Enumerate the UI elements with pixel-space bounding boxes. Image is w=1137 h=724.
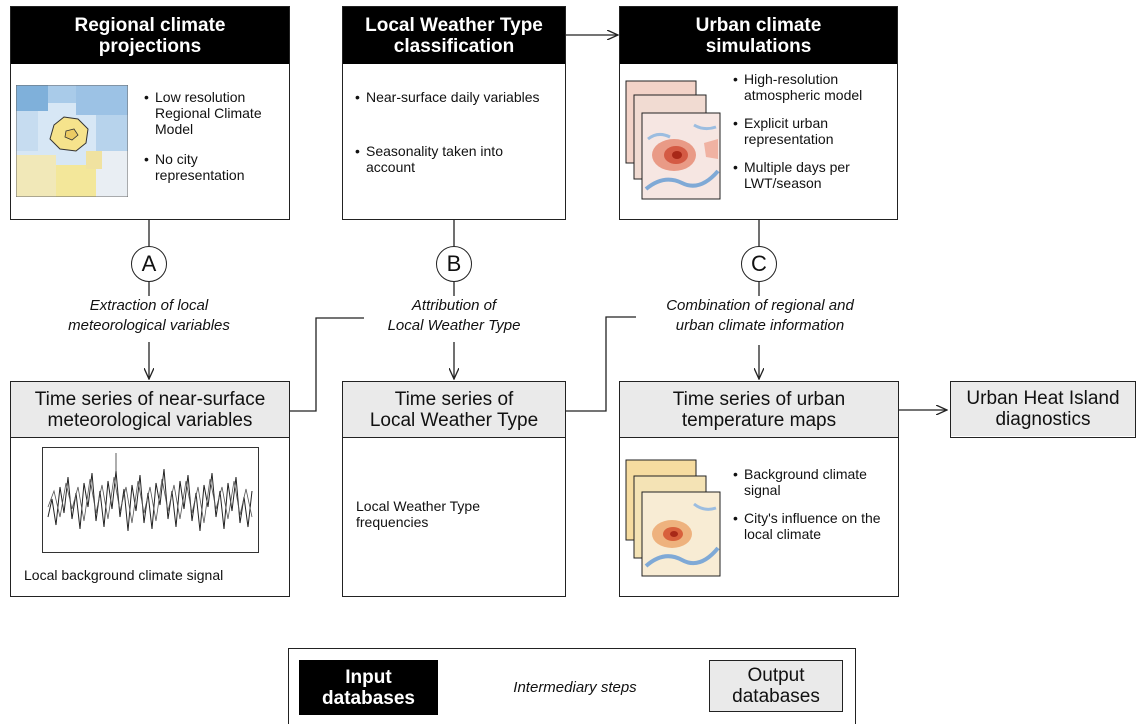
lwt-frequencies-text: Local Weather Type frequencies — [356, 498, 481, 530]
step-b-label: Attribution of Local Weather Type — [364, 296, 544, 336]
regional-climate-box: Regional climate projections Low resolut… — [10, 6, 290, 220]
regional-climate-title: Regional climate projections — [11, 7, 289, 64]
legend-output-databases: Output databases — [709, 660, 843, 712]
urban-simulation-maps-image — [625, 80, 721, 200]
ts-meteorological-box: Time series of near-surface meteorologic… — [10, 381, 290, 597]
bullet-item: Background climate signal — [733, 466, 893, 498]
step-c-circle: C — [741, 246, 777, 282]
urban-climate-bullets: High-resolution atmospheric model Explic… — [733, 71, 893, 205]
ts-lwt-title: Time series of Local Weather Type — [343, 382, 565, 438]
bullet-item: Near-surface daily variables — [355, 89, 555, 105]
legend-input-databases: Input databases — [299, 660, 438, 715]
bullet-item: City's influence on the local climate — [733, 510, 893, 542]
climate-signal-timeseries-image — [42, 447, 259, 553]
climate-signal-caption: Local background climate signal — [24, 567, 224, 583]
regional-climate-map-image — [16, 85, 128, 197]
urban-climate-box: Urban climate simulations High-resolutio… — [619, 6, 898, 220]
urban-maps-bullets: Background climate signal City's influen… — [733, 466, 893, 556]
ts-urban-maps-box: Time series of urban temperature maps Ba… — [619, 381, 899, 597]
uhi-diagnostics-box: Urban Heat Island diagnostics — [950, 381, 1136, 438]
ts-urban-maps-title: Time series of urban temperature maps — [620, 382, 898, 438]
step-a-circle: A — [131, 246, 167, 282]
legend-box: Input databases Intermediary steps Outpu… — [288, 648, 856, 724]
bullet-item: Explicit urban representation — [733, 115, 893, 147]
lwt-classification-title: Local Weather Type classification — [343, 7, 565, 64]
legend-intermediary-steps: Intermediary steps — [513, 679, 637, 696]
step-b-circle: B — [436, 246, 472, 282]
urban-climate-title: Urban climate simulations — [620, 7, 897, 64]
step-a-label: Extraction of local meteorological varia… — [44, 296, 254, 336]
urban-temperature-maps-image — [625, 459, 721, 577]
elbow-ts-met-to-b — [289, 317, 378, 412]
ts-lwt-box: Time series of Local Weather Type Local … — [342, 381, 566, 597]
bullet-item: No city representation — [144, 151, 286, 183]
ts-meteorological-title: Time series of near-surface meteorologic… — [11, 382, 289, 438]
bullet-item: High-resolution atmospheric model — [733, 71, 893, 103]
elbow-ts-lwt-to-c — [566, 316, 636, 412]
bullet-item: Seasonality taken into account — [355, 143, 555, 175]
lwt-classification-bullets: Near-surface daily variables Seasonality… — [355, 89, 555, 189]
step-c-label: Combination of regional and urban climat… — [637, 296, 883, 336]
bullet-item: Low resolution Regional Climate Model — [144, 89, 286, 137]
regional-climate-bullets: Low resolution Regional Climate Model No… — [144, 89, 286, 197]
uhi-diagnostics-title: Urban Heat Island diagnostics — [951, 382, 1135, 436]
bullet-item: Multiple days per LWT/season — [733, 159, 893, 191]
lwt-classification-box: Local Weather Type classification Near-s… — [342, 6, 566, 220]
